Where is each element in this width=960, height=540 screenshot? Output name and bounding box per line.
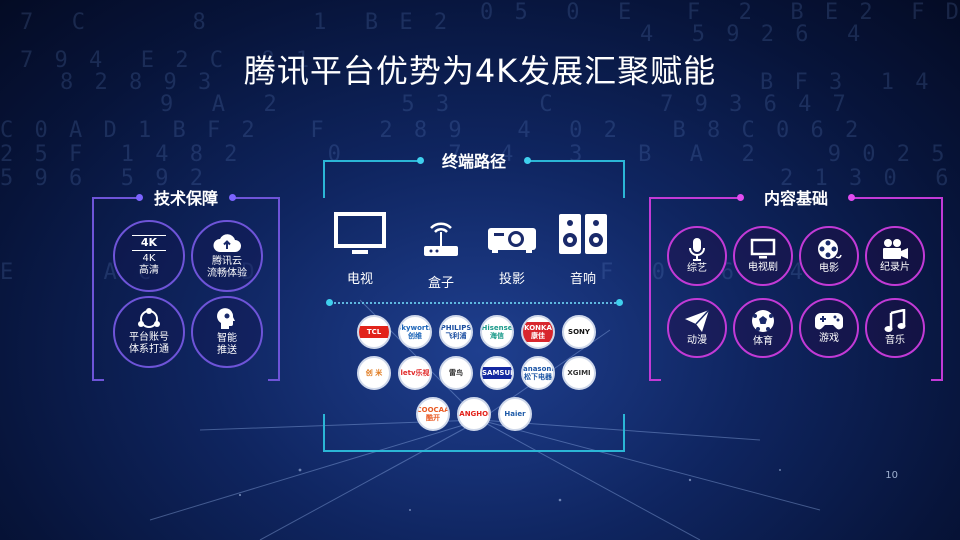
tech-item-label: 腾讯云 流畅体验 <box>207 256 247 279</box>
device-label: 音响 <box>569 272 596 287</box>
content-item-label: 动漫 <box>687 335 707 346</box>
slide-title: 腾讯平台优势为4K发展汇聚赋能 <box>243 52 717 90</box>
brand-logo: Skyworth 创维 <box>398 315 432 349</box>
soccer-ball-icon <box>752 310 774 332</box>
brand-logo: CHANGHONG <box>457 397 491 431</box>
tech-guarantee-panel: 技术保障 <box>92 189 280 381</box>
content-item-label: 综艺 <box>687 263 707 274</box>
cloud-upload-icon <box>213 234 241 252</box>
tech-item-label: 智能 推送 <box>217 333 237 356</box>
brand-logo: KONKA康佳 <box>521 315 555 349</box>
video-camera-icon <box>883 239 908 259</box>
content-item-movie: 电影 <box>799 226 859 286</box>
content-item-sports: 体育 <box>733 298 793 358</box>
brand-logo: SAMSUNG <box>480 356 514 390</box>
microphone-icon <box>689 238 705 261</box>
device-label: 电视 <box>346 272 373 287</box>
tech-item-cloud: 腾讯云 流畅体验 <box>191 220 263 292</box>
tech-guarantee-title: 技术保障 <box>153 189 218 208</box>
brand-logo: SONY <box>562 315 596 349</box>
brand-logo: TCL <box>357 315 391 349</box>
terminal-divider <box>330 302 620 304</box>
content-item-games: 游戏 <box>799 298 859 358</box>
device-speaker: 音响 <box>548 212 618 287</box>
content-base-panel: 内容基础 <box>649 189 943 381</box>
terminal-path-title: 终端路径 <box>441 152 506 171</box>
device-label: 盒子 <box>427 276 454 291</box>
film-reel-icon <box>818 239 842 259</box>
device-tv: 电视 <box>325 212 395 287</box>
tech-item-label: 4K 高清 <box>139 253 159 276</box>
device-label: 投影 <box>498 272 525 287</box>
content-item-label: 纪录片 <box>880 262 910 273</box>
content-item-anime: 动漫 <box>667 298 727 358</box>
content-item-variety: 综艺 <box>667 226 727 286</box>
router-box-icon <box>424 222 458 256</box>
brand-logo: Hisense 海信 <box>480 315 514 349</box>
share-nodes-icon <box>138 308 160 328</box>
projector-icon <box>488 228 536 253</box>
brand-logo: 雷鸟 <box>439 356 473 390</box>
content-item-music: 音乐 <box>865 298 925 358</box>
device-projector: 投影 <box>477 220 547 287</box>
4k-badge-icon: 4K <box>132 235 166 251</box>
terminal-path-panel: 终端路径 <box>323 152 625 452</box>
content-base-title: 内容基础 <box>763 189 828 208</box>
brand-logo: XGIMI <box>562 356 596 390</box>
content-item-label: 游戏 <box>819 333 839 344</box>
divider-dot <box>326 299 333 306</box>
content-item-label: 电影 <box>819 263 839 274</box>
brand-logo: PHILIPS 飞利浦 <box>439 315 473 349</box>
brand-logo: COOCAA 酷开 <box>416 397 450 431</box>
speaker-icon <box>559 214 607 254</box>
tech-item-label: 平台账号 体系打通 <box>129 332 169 355</box>
brand-logo: Panasonic 松下电器 <box>521 356 555 390</box>
content-item-label: 电视剧 <box>748 262 778 273</box>
paper-plane-icon <box>685 309 710 332</box>
content-item-label: 音乐 <box>885 335 905 346</box>
content-item-documentary: 纪录片 <box>865 226 925 286</box>
music-note-icon <box>884 309 906 332</box>
brand-logo: letv乐视 <box>398 356 432 390</box>
page-number: 10 <box>885 470 898 481</box>
tech-item-account: 平台账号 体系打通 <box>113 296 185 368</box>
divider-dot <box>616 299 623 306</box>
monitor-icon <box>750 238 776 259</box>
content-item-drama: 电视剧 <box>733 226 793 286</box>
tech-item-4k: 4K 4K 高清 <box>113 220 185 292</box>
brand-logo: 创 米 <box>357 356 391 390</box>
tech-item-push: 智能 推送 <box>191 296 263 368</box>
gamepad-icon <box>814 313 844 330</box>
brand-logo: Haier <box>498 397 532 431</box>
brain-head-icon <box>217 308 235 329</box>
content-item-label: 体育 <box>753 336 773 347</box>
device-box: 盒子 <box>406 214 476 291</box>
tv-icon <box>334 212 386 254</box>
